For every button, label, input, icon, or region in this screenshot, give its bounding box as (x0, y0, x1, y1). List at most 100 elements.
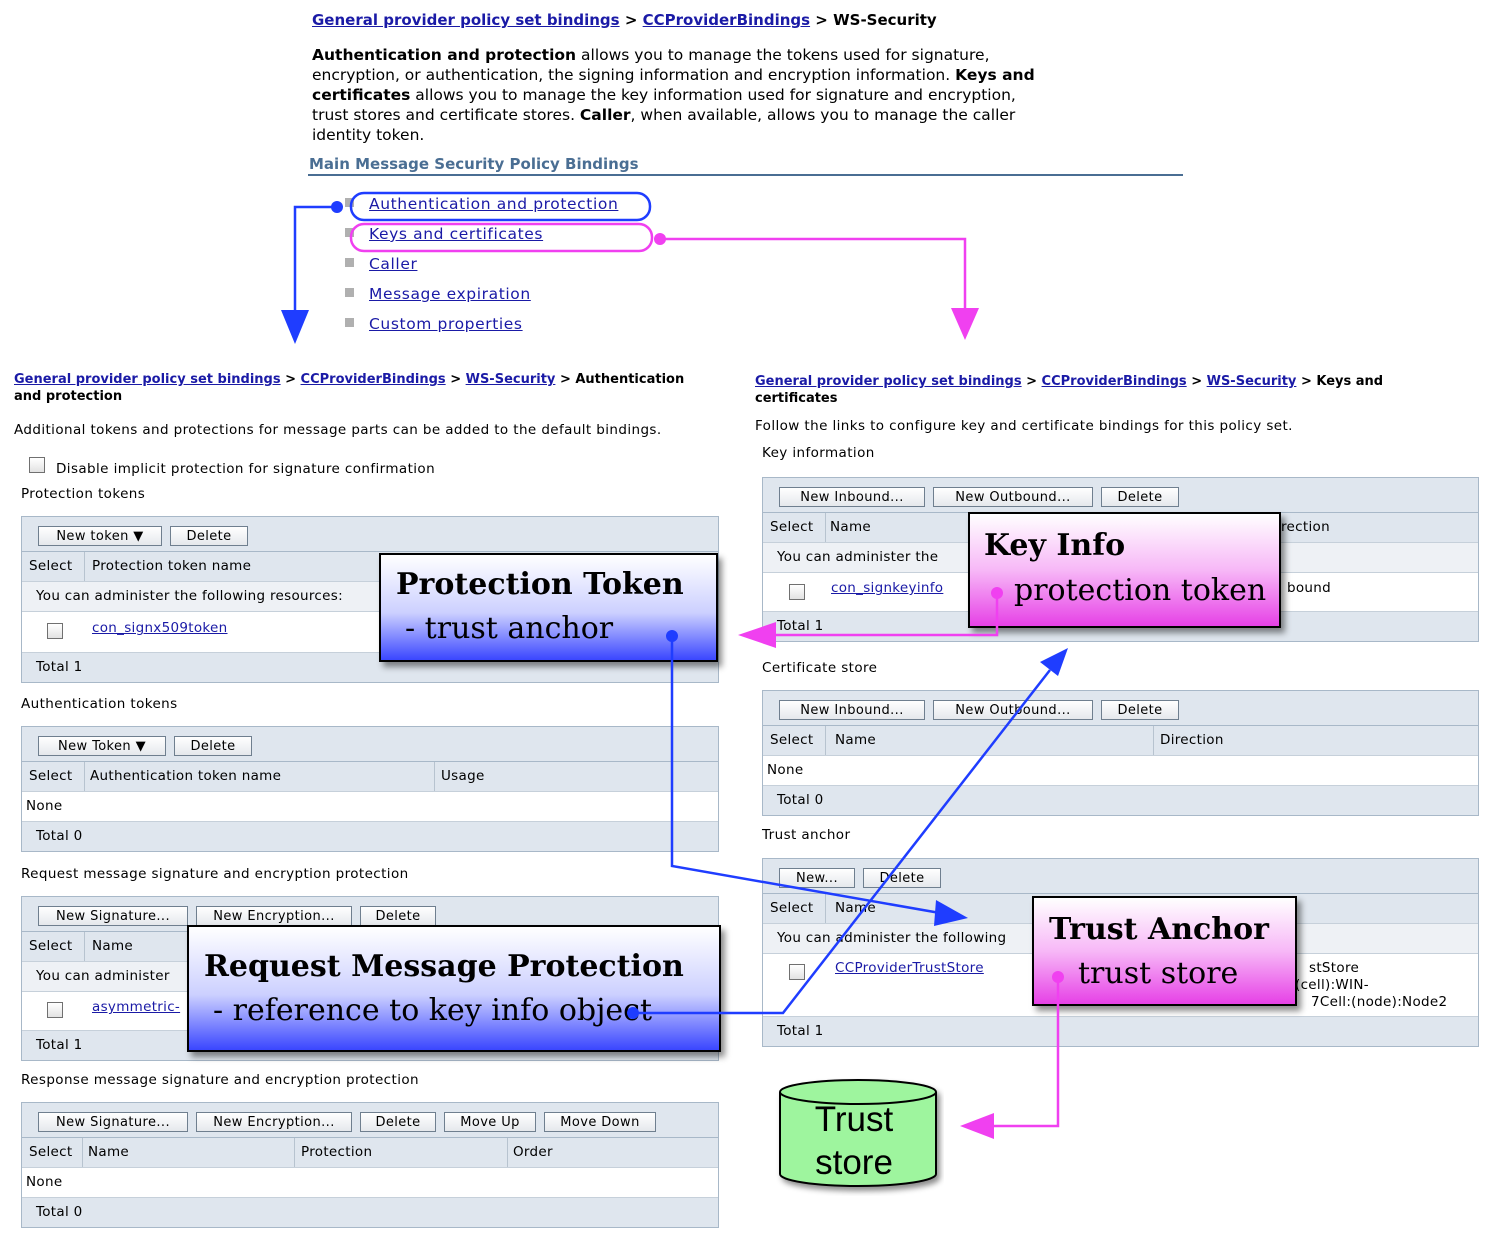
left-crumb-general-provider[interactable]: General provider policy set bindings (14, 372, 281, 387)
arrow-keys-line (660, 237, 967, 316)
trust-store-link[interactable]: CCProviderTrustStore (835, 960, 984, 976)
trust-anchor-callout: Trust Anchor trust store (1032, 896, 1297, 1006)
table-row: con_signx509token (22, 612, 718, 653)
new-signature-button[interactable]: New Signature... (38, 1112, 188, 1132)
delete-button[interactable]: Delete (863, 868, 941, 888)
arrow-head (281, 310, 309, 344)
menu-keys-certificates[interactable]: Keys and certificates (369, 225, 544, 243)
new-signature-button[interactable]: New Signature... (38, 906, 188, 926)
authentication-tokens-label: Authentication tokens (21, 696, 178, 712)
key-info-callout: Key Info protection token (968, 512, 1281, 628)
move-down-button[interactable]: Move Down (544, 1112, 656, 1132)
right-crumb-ws-security[interactable]: WS-Security (1206, 374, 1297, 389)
new-token-button[interactable]: New token ▼ (38, 526, 162, 546)
protection-token-link[interactable]: con_signx509token (92, 620, 228, 636)
delete-button[interactable]: Delete (360, 906, 436, 926)
certificate-store-label: Certificate store (762, 660, 878, 676)
left-breadcrumb: General provider policy set bindings > C… (14, 372, 685, 404)
table-empty-row: None (22, 1168, 718, 1198)
protection-tokens-label: Protection tokens (21, 486, 146, 502)
table-total: Total 0 (22, 1198, 718, 1227)
protection-token-callout: Protection Token - trust anchor (379, 553, 718, 662)
new-auth-token-button[interactable]: New Token ▼ (38, 736, 166, 756)
move-up-button[interactable]: Move Up (444, 1112, 536, 1132)
table-header: Select Name Protection Order (22, 1138, 718, 1168)
key-info-link[interactable]: con_signkeyinfo (831, 580, 944, 596)
authentication-tokens-table: New Token ▼ Delete Select Authentication… (21, 726, 719, 852)
bullet-icon (345, 258, 354, 267)
request-protection-label: Request message signature and encryption… (21, 866, 409, 882)
menu-caller[interactable]: Caller (369, 255, 418, 273)
row-checkbox[interactable] (789, 584, 805, 600)
delete-button[interactable]: Delete (360, 1112, 436, 1132)
delete-button[interactable]: Delete (1101, 487, 1179, 507)
right-crumb-general-provider[interactable]: General provider policy set bindings (755, 374, 1022, 389)
arrow-head (960, 1113, 994, 1139)
left-crumb-current: Authentication (575, 372, 685, 387)
table-total: Total 0 (763, 786, 1478, 815)
new-encryption-button[interactable]: New Encryption... (196, 1112, 352, 1132)
arrow-auth-line (293, 205, 337, 318)
new-encryption-button[interactable]: New Encryption... (196, 906, 352, 926)
request-message-callout: Request Message Protection - reference t… (187, 925, 721, 1052)
bullet-icon (345, 318, 354, 327)
connector-dot (331, 201, 343, 213)
new-outbound-button[interactable]: New Outbound... (933, 487, 1093, 507)
row-checkbox[interactable] (47, 623, 63, 639)
table-empty-row: None (22, 792, 718, 822)
section-divider (308, 174, 1183, 176)
trust-anchor-label: Trust anchor (762, 827, 851, 843)
top-description: Authentication and protection allows you… (312, 46, 1035, 144)
connector-dot (654, 233, 666, 245)
delete-button[interactable]: Delete (174, 736, 252, 756)
trust-store-label: Trust store (814, 1100, 894, 1182)
crumb-ccproviderbindings[interactable]: CCProviderBindings (642, 11, 811, 29)
key-toolbar: New Inbound... New Outbound... Delete (763, 478, 1478, 513)
trust-store-cylinder-icon (779, 1079, 937, 1187)
new-button[interactable]: New... (779, 868, 855, 888)
table-empty-row: None (763, 756, 1478, 786)
bullet-icon (345, 198, 354, 207)
disable-implicit-protection-checkbox[interactable] (29, 457, 45, 473)
left-description: Additional tokens and protections for me… (14, 422, 662, 438)
menu-authentication-protection[interactable]: Authentication and protection (369, 195, 619, 213)
trust-toolbar: New... Delete (763, 859, 1478, 894)
response-toolbar: New Signature... New Encryption... Delet… (22, 1103, 718, 1138)
bullet-icon (345, 228, 354, 237)
request-protection-link[interactable]: asymmetric- (92, 999, 181, 1015)
new-inbound-button[interactable]: New Inbound... (779, 487, 925, 507)
right-crumb-current: Keys and (1316, 374, 1384, 389)
row-checkbox[interactable] (47, 1002, 63, 1018)
bullet-icon (345, 288, 354, 297)
delete-button[interactable]: Delete (170, 526, 248, 546)
right-breadcrumb: General provider policy set bindings > C… (755, 374, 1384, 406)
row-checkbox[interactable] (789, 964, 805, 980)
certificate-store-table: New Inbound... New Outbound... Delete Se… (762, 690, 1479, 816)
right-crumb-ccproviderbindings[interactable]: CCProviderBindings (1041, 374, 1187, 389)
new-outbound-button[interactable]: New Outbound... (933, 700, 1093, 720)
menu-custom-properties[interactable]: Custom properties (369, 315, 523, 333)
authentication-toolbar: New Token ▼ Delete (22, 727, 718, 762)
response-protection-label: Response message signature and encryptio… (21, 1072, 419, 1088)
cert-toolbar: New Inbound... New Outbound... Delete (763, 691, 1478, 726)
table-total: Total 0 (22, 822, 718, 851)
arrow-head (951, 308, 979, 340)
table-header: Select Name Direction (763, 726, 1478, 756)
protection-toolbar: New token ▼ Delete (22, 517, 718, 552)
response-protection-table: New Signature... New Encryption... Delet… (21, 1102, 719, 1228)
delete-button[interactable]: Delete (1101, 700, 1179, 720)
disable-implicit-protection-label: Disable implicit protection for signatur… (56, 461, 436, 477)
left-crumb-ws-security[interactable]: WS-Security (465, 372, 556, 387)
arrow-head (1040, 648, 1068, 676)
top-breadcrumb: General provider policy set bindings > C… (312, 11, 937, 29)
left-crumb-current-2: and protection (14, 389, 123, 404)
menu-message-expiration[interactable]: Message expiration (369, 285, 531, 303)
left-crumb-ccproviderbindings[interactable]: CCProviderBindings (300, 372, 446, 387)
table-total: Total 1 (763, 1017, 1478, 1046)
crumb-general-provider[interactable]: General provider policy set bindings (312, 11, 620, 29)
right-description: Follow the links to configure key and ce… (755, 418, 1293, 434)
section-title: Main Message Security Policy Bindings (309, 155, 639, 173)
table-header: Select Authentication token name Usage (22, 762, 718, 792)
crumb-current: WS-Security (833, 11, 937, 29)
new-inbound-button[interactable]: New Inbound... (779, 700, 925, 720)
